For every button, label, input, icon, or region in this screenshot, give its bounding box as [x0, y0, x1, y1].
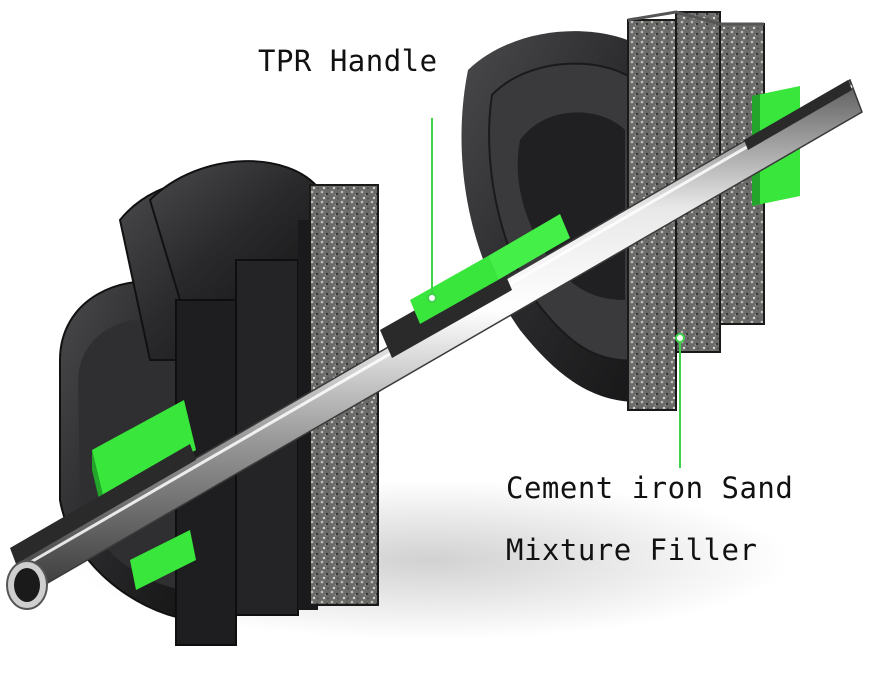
tpr-leader-dot [427, 293, 437, 303]
tpr-handle-label: TPR Handle [258, 44, 438, 78]
handle-bar [6, 78, 863, 610]
filler-label-line2: Mixture Filler [506, 533, 758, 567]
tpr-grip [380, 214, 570, 358]
filler-leader-dot [675, 333, 685, 343]
filler-label-line1: Cement iron Sand [506, 471, 794, 505]
left-plate-group [59, 160, 379, 646]
